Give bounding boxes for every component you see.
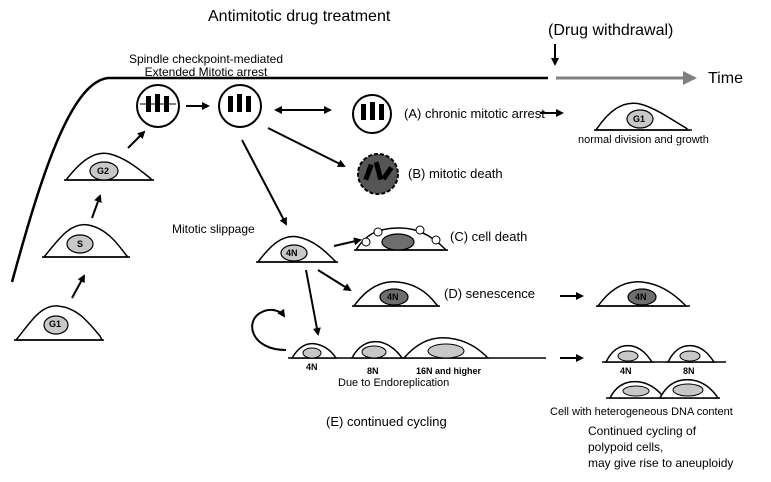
outcome-c: (C) cell death [450, 229, 528, 244]
label-4n-senescent: 4N [387, 292, 399, 302]
cycling-loop [251, 308, 287, 351]
nucleus-g2 [89, 161, 119, 181]
label-after-4n: 4N [620, 366, 632, 376]
nucleus-g1 [43, 315, 69, 335]
dead-mitotic-cell [357, 153, 399, 195]
dying-cell [354, 225, 448, 251]
outcome-e: (E) continued cycling [326, 414, 447, 429]
label-g2: G2 [97, 166, 110, 176]
cell-g1 [14, 305, 104, 341]
cell-g2 [64, 152, 154, 181]
label-cycling-16n: 16N and higher [416, 366, 482, 376]
cycling-cell-8n [350, 340, 404, 359]
label-cycling-8n: 8N [367, 366, 379, 376]
label-g1-after: G1 [633, 114, 646, 124]
mitotic-cell-2 [218, 84, 262, 128]
aneuploid-cell-8n [666, 344, 716, 363]
time-label: Time [708, 70, 743, 87]
nucleus-s [66, 234, 94, 254]
senescent-cell-after [596, 281, 690, 307]
heterogeneous-dna-label: Cell with heterogeneous DNA content [550, 406, 733, 418]
cell-s [42, 224, 130, 258]
outcome-a: (A) chronic mitotic arrest [404, 106, 545, 121]
cycling-cell-4n [290, 342, 338, 359]
label-cycling-4n: 4N [306, 362, 318, 372]
continued-note-line1: Continued cycling of [588, 424, 697, 438]
label-s: S [77, 239, 84, 249]
label-4n-senescent-after: 4N [635, 292, 647, 302]
mitotic-cell-a [352, 94, 392, 134]
timeline-curve [10, 76, 548, 283]
cell-4n [256, 235, 338, 263]
endoreplication-label: Due to Endoreplication [338, 377, 450, 389]
mitotic-slippage-label: Mitotic slippage [172, 222, 255, 236]
checkpoint-label-line2: Extended Mitotic arrest [144, 65, 268, 79]
label-4n-cell: 4N [286, 248, 298, 258]
label-after-8n: 8N [683, 366, 695, 376]
checkpoint-label-line1: Spindle checkpoint-mediated [128, 52, 284, 66]
outcome-d: (D) senescence [444, 286, 536, 301]
senescent-cell [352, 281, 440, 307]
aneuploid-cell-4n [604, 344, 654, 363]
diagram-title: Antimitotic drug treatment [208, 8, 391, 25]
continued-note-line3: may give rise to aneuploidy [588, 456, 734, 470]
label-g1: G1 [49, 319, 62, 329]
cell-g1-after [594, 102, 692, 131]
normal-division-label: normal division and growth [578, 134, 709, 146]
drug-withdrawal-label: (Drug withdrawal) [548, 22, 674, 39]
outcome-b: (B) mitotic death [408, 166, 503, 181]
cycling-cell-16n [402, 336, 490, 359]
continued-note-line2: polypoid cells, [588, 440, 664, 454]
mitotic-cell-1 [136, 84, 180, 128]
aneuploid-cells-bottom [608, 378, 720, 399]
